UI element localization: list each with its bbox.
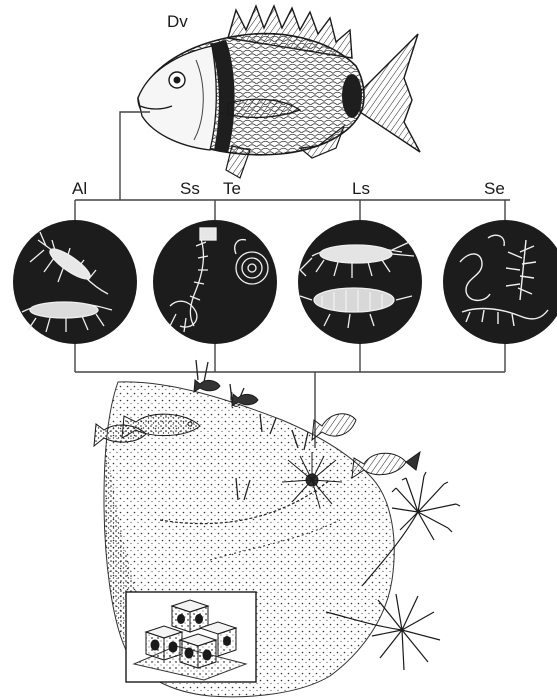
decapod-shrimp-and-isopod-circle: [298, 220, 422, 344]
fish-head: [138, 46, 216, 150]
reef-cube-modules-inset: [126, 592, 256, 682]
sea-bream-fish-illustration: [138, 6, 420, 178]
predator-label: Dv: [167, 13, 188, 30]
prey-label-al: Al: [72, 180, 87, 197]
prey-label-se: Se: [484, 180, 505, 197]
prey-label-ls: Ls: [352, 180, 370, 197]
amphipod-crustaceans-circle: [13, 220, 137, 344]
prey-label-ss: Ss: [180, 180, 200, 197]
worms-and-hydroid-circle: [443, 220, 557, 344]
prey-label-te: Te: [223, 180, 241, 197]
tail-spot: [342, 74, 362, 118]
polychaete-worms-and-gastropod-circle: [153, 220, 277, 344]
tail-fin: [360, 34, 420, 152]
